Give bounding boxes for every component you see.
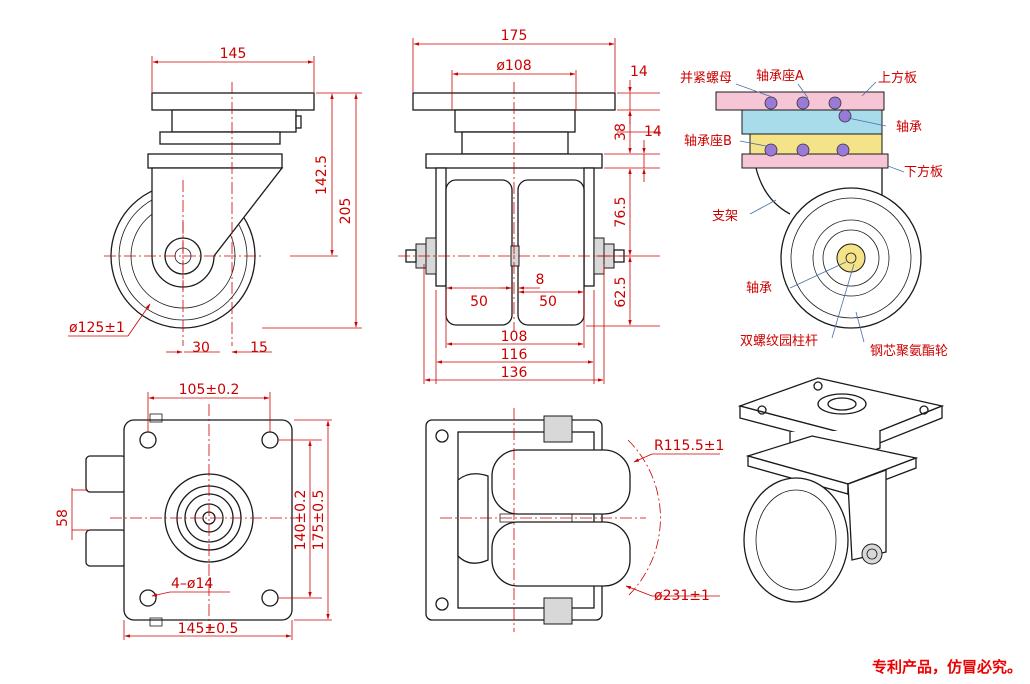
callout-bottom-plate: 下方板 (904, 164, 943, 180)
side-offset2: 15 (250, 340, 268, 356)
plan-view: 105±0.2 58 4–ø14 145±0.5 140±0.2 175±0.5 (55, 382, 332, 640)
side-view: 145 142.5 205 ø125±1 30 15 (68, 46, 362, 356)
front-plate-thk: 14 (630, 64, 648, 80)
callout-wheel: 钢芯聚氨酯轮 (870, 344, 948, 359)
side-height-total: 205 (338, 198, 354, 225)
plan-offset: 58 (55, 509, 71, 527)
front-view: 175 ø108 14 38 14 76.5 62.5 50 8 50 (398, 28, 662, 384)
side-offset: 30 (192, 340, 210, 356)
side-top-width: 145 (220, 46, 247, 62)
front-bolt-circle: ø108 (496, 58, 531, 74)
front-bearing-h: 38 (613, 123, 629, 141)
callout-bearing-seat-b: 轴承座B (684, 134, 732, 149)
callout-bearing-seat-a: 轴承座A (756, 69, 804, 84)
bottom-view: R115.5±1 ø231±1 (425, 408, 724, 632)
front-h2: 62.5 (613, 276, 629, 307)
front-wheel-w2: 50 (539, 294, 557, 310)
front-w108: 108 (501, 329, 528, 345)
plan-width: 145±0.5 (178, 621, 239, 637)
bottom-swivel-r: R115.5±1 (654, 438, 724, 454)
plan-inner-h: 140±0.2 (293, 490, 309, 551)
side-height-upper: 142.5 (314, 155, 330, 195)
plan-outer-h: 175±0.5 (311, 490, 327, 551)
front-w116: 116 (501, 347, 528, 363)
side-wheel-dia: ø125±1 (69, 320, 125, 336)
plan-hole-span: 105±0.2 (179, 382, 240, 398)
bottom-swivel-d: ø231±1 (654, 588, 710, 604)
callout-bracket: 支架 (712, 209, 738, 224)
front-top-width: 175 (501, 28, 528, 44)
isometric-view (737, 377, 945, 603)
front-w136: 136 (501, 365, 528, 381)
plan-holes: 4–ø14 (171, 576, 213, 592)
callout-lock-nut: 并紧螺母 (680, 71, 732, 86)
callout-top-plate: 上方板 (878, 70, 917, 86)
footer-notice: 专利产品，仿冒必究。 (872, 658, 1022, 676)
front-h1: 76.5 (613, 196, 629, 227)
callout-bearing-wheel: 轴承 (746, 281, 772, 296)
front-plate2-thk: 14 (644, 124, 662, 140)
section-view: 并紧螺母 轴承座A 上方板 轴承 轴承座B 下方板 支架 轴承 双螺纹园柱杆 钢… (680, 69, 948, 359)
front-wheel-w1: 50 (470, 294, 488, 310)
callout-bearing-top: 轴承 (896, 120, 922, 135)
callout-axle: 双螺纹园柱杆 (740, 334, 818, 349)
front-gap: 8 (536, 272, 545, 288)
